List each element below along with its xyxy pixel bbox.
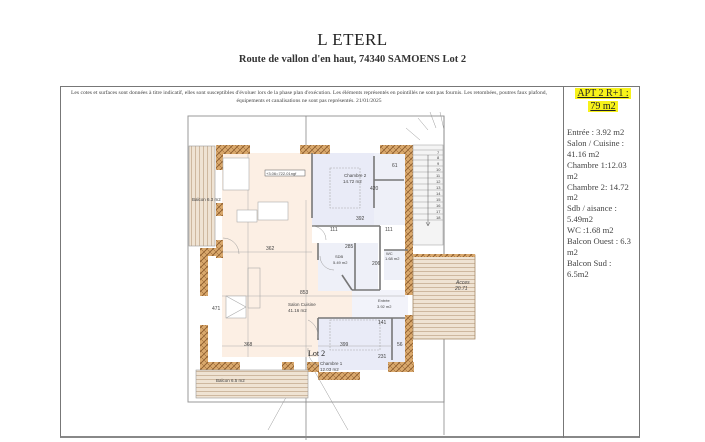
area-line: m2	[567, 246, 578, 257]
area-line: Balcon Ouest : 6.3	[567, 236, 631, 247]
svg-text:420: 420	[370, 186, 379, 192]
area-line: 41.16 m2	[567, 148, 600, 159]
disclaimer-text: Les cotes et surfaces sont données à tit…	[71, 90, 547, 104]
svg-text:15: 15	[436, 197, 441, 202]
svg-text:17: 17	[436, 209, 441, 214]
height-tag: +3.06=722.01ngf	[266, 171, 297, 176]
svg-text:16: 16	[436, 203, 441, 208]
wc-area: 1.68 m2	[385, 256, 400, 261]
access-deck	[412, 254, 476, 340]
bedroom-1	[318, 318, 408, 370]
bedroom-1-label: Chambre 1	[320, 361, 343, 366]
balcony-west	[188, 145, 216, 247]
area-line: m2	[567, 192, 578, 203]
area-line: Chambre 1:12.03	[567, 159, 627, 170]
staircase	[405, 111, 445, 246]
entrance	[352, 290, 408, 318]
area-line: WC :1.68 m2	[567, 225, 614, 236]
access-label: Acces	[455, 280, 470, 286]
svg-text:285: 285	[345, 244, 354, 250]
svg-text:61: 61	[392, 163, 398, 169]
dimension-labels: 362 392 285 853 368 399 56 141 61 111 11…	[212, 163, 403, 360]
svg-text:362: 362	[266, 246, 275, 252]
svg-text:56: 56	[397, 342, 403, 348]
access-area: 20.71	[454, 286, 468, 292]
svg-text:7: 7	[437, 150, 440, 155]
svg-text:12: 12	[436, 179, 441, 184]
svg-text:111: 111	[385, 227, 393, 233]
address: Route de vallon d'en haut, 74340 SAMOENS…	[238, 54, 467, 65]
apartment-title: APT 2 R+1 :	[575, 88, 631, 99]
wc-label: WC	[386, 251, 393, 256]
lot-label: Lot 2	[308, 349, 325, 358]
area-line: Balcon Sud :	[567, 257, 612, 268]
living-area-value: 41.16 m2	[288, 308, 307, 313]
balcony-south-label: Balcon 6.5 m2	[216, 378, 245, 383]
plan-frame	[60, 86, 640, 438]
bedroom-2	[312, 153, 374, 225]
living-label: Salon Cuisine	[288, 302, 316, 307]
svg-text:9: 9	[437, 161, 440, 166]
area-list: Entrée : 3.92 m2 Salon / Cuisine : 41.16…	[567, 127, 637, 280]
svg-text:8: 8	[437, 155, 440, 160]
stair-step-numbers: 7 8 9 10 11 12 13 14 15 16 17 18	[436, 150, 441, 220]
bedroom-2-area: 14.72 m2	[343, 179, 362, 184]
page-title: L ETERL	[317, 30, 388, 49]
bedroom-2-label: Chambre 2	[344, 173, 367, 178]
bedroom-1-area: 12.03 m2	[320, 367, 339, 372]
area-summary-panel	[563, 86, 640, 438]
area-line: Chambre 2: 14.72	[567, 181, 629, 192]
svg-text:471: 471	[212, 306, 221, 312]
balcony-south	[195, 369, 309, 399]
furniture	[222, 157, 381, 351]
svg-text:231: 231	[378, 354, 387, 360]
entrance-label: Entrée	[378, 298, 391, 303]
area-line: Entrée : 3.92 m2	[567, 127, 625, 137]
svg-text:18: 18	[436, 215, 441, 220]
svg-text:141: 141	[378, 320, 387, 326]
svg-text:399: 399	[340, 342, 349, 348]
bathroom-area: 5.49 m2	[333, 260, 348, 265]
balcony-west-label: Balcon 6.3 m2	[192, 197, 221, 202]
svg-text:206: 206	[372, 261, 381, 267]
entrance-area: 3.92 m2	[377, 304, 392, 309]
svg-text:10: 10	[436, 167, 441, 172]
area-line: Sdb / aisance :	[567, 203, 617, 214]
walls	[200, 145, 414, 380]
svg-text:111: 111	[330, 227, 338, 233]
svg-text:853: 853	[300, 290, 309, 296]
svg-text:11: 11	[436, 173, 441, 178]
wc	[384, 250, 408, 280]
area-line: 6.5m2	[567, 268, 589, 279]
svg-text:392: 392	[356, 216, 365, 222]
apartment-heading: APT 2 R+1 : 79 m2	[566, 87, 640, 113]
partitions	[311, 153, 408, 360]
svg-text:368: 368	[244, 342, 253, 348]
bathroom-label: SDB	[335, 254, 344, 259]
svg-text:14: 14	[436, 191, 441, 196]
area-line: Salon / Cuisine :	[567, 137, 625, 148]
door-swings	[222, 225, 349, 431]
apartment-total-area: 79 m2	[588, 101, 618, 112]
area-line: m2	[567, 170, 578, 181]
area-line: 5.49m2	[567, 214, 594, 225]
svg-text:13: 13	[436, 185, 441, 190]
